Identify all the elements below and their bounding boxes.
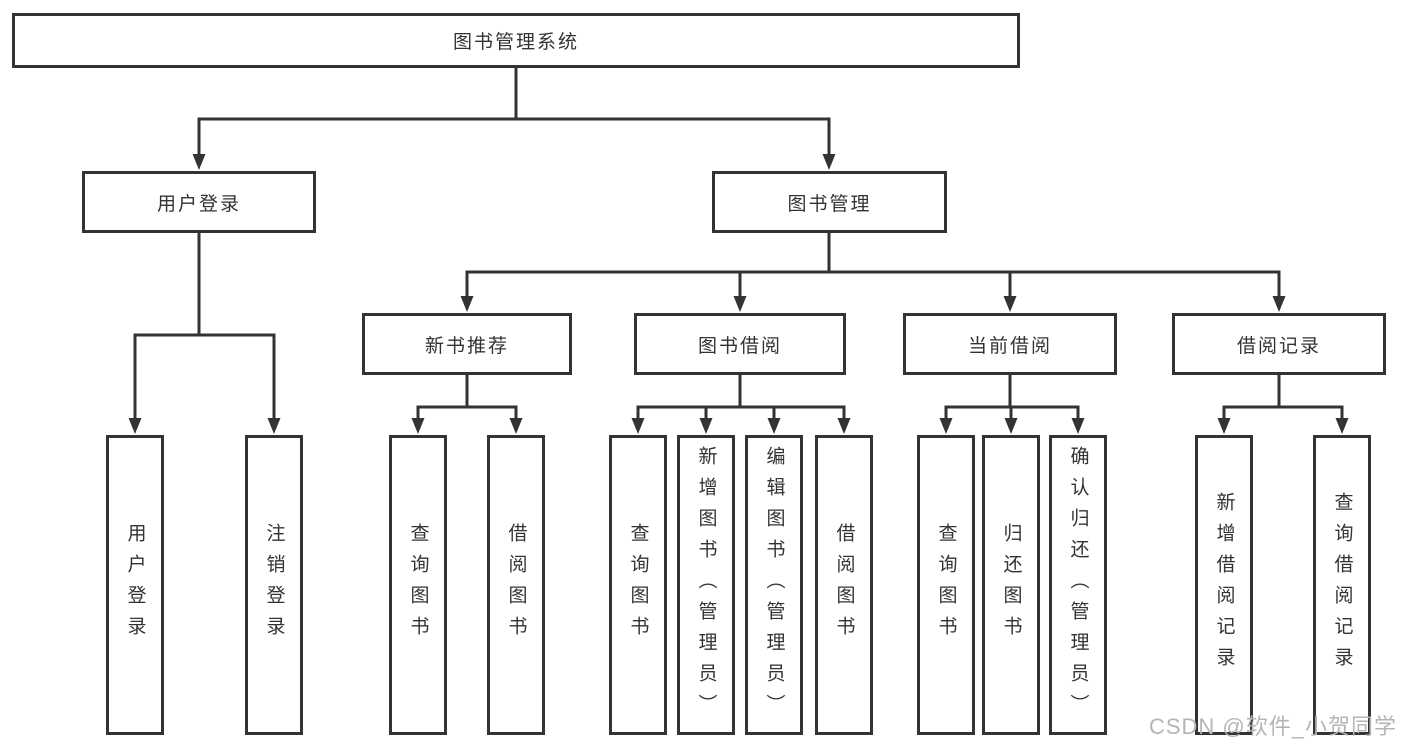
node-borrowing-records: 借阅记录 [1172,313,1386,375]
leaf-label: 借阅图书 [505,523,527,647]
leaf-label: 编辑图书（管理员） [763,445,785,725]
leaf-label: 确认归还（管理员） [1067,445,1089,725]
leaf-label: 新增借阅记录 [1213,492,1235,678]
leaf-label: 注销登录 [263,523,285,647]
leaf-search-books-borrowing: 查询图书 [609,435,667,735]
node-user-login: 用户登录 [82,171,316,233]
leaf-confirm-return-admin: 确认归还（管理员） [1049,435,1107,735]
leaf-label: 查询图书 [407,523,429,647]
leaf-label: 新增图书（管理员） [695,445,717,725]
node-current-borrowing: 当前借阅 [903,313,1117,375]
leaf-borrow-books: 借阅图书 [815,435,873,735]
leaf-label: 借阅图书 [833,523,855,647]
leaf-add-books-admin: 新增图书（管理员） [677,435,735,735]
leaf-label: 查询图书 [627,523,649,647]
leaf-search-borrow-record: 查询借阅记录 [1313,435,1371,735]
node-book-borrowing: 图书借阅 [634,313,846,375]
leaf-label: 查询图书 [935,523,957,647]
leaf-search-books-current: 查询图书 [917,435,975,735]
leaf-label: 查询借阅记录 [1331,492,1353,678]
leaf-label: 归还图书 [1000,523,1022,647]
leaf-edit-books-admin: 编辑图书（管理员） [745,435,803,735]
leaf-add-borrow-record: 新增借阅记录 [1195,435,1253,735]
leaf-borrow-books-recommend: 借阅图书 [487,435,545,735]
leaf-return-books: 归还图书 [982,435,1040,735]
node-book-management: 图书管理 [712,171,947,233]
node-library-management-system: 图书管理系统 [12,13,1020,68]
node-new-book-recommendation: 新书推荐 [362,313,572,375]
csdn-watermark: CSDN @软件_小贺同学 [1148,714,1397,739]
leaf-user-login: 用户登录 [106,435,164,735]
leaf-logout: 注销登录 [245,435,303,735]
leaf-search-books-recommend: 查询图书 [389,435,447,735]
leaf-label: 用户登录 [124,523,146,647]
